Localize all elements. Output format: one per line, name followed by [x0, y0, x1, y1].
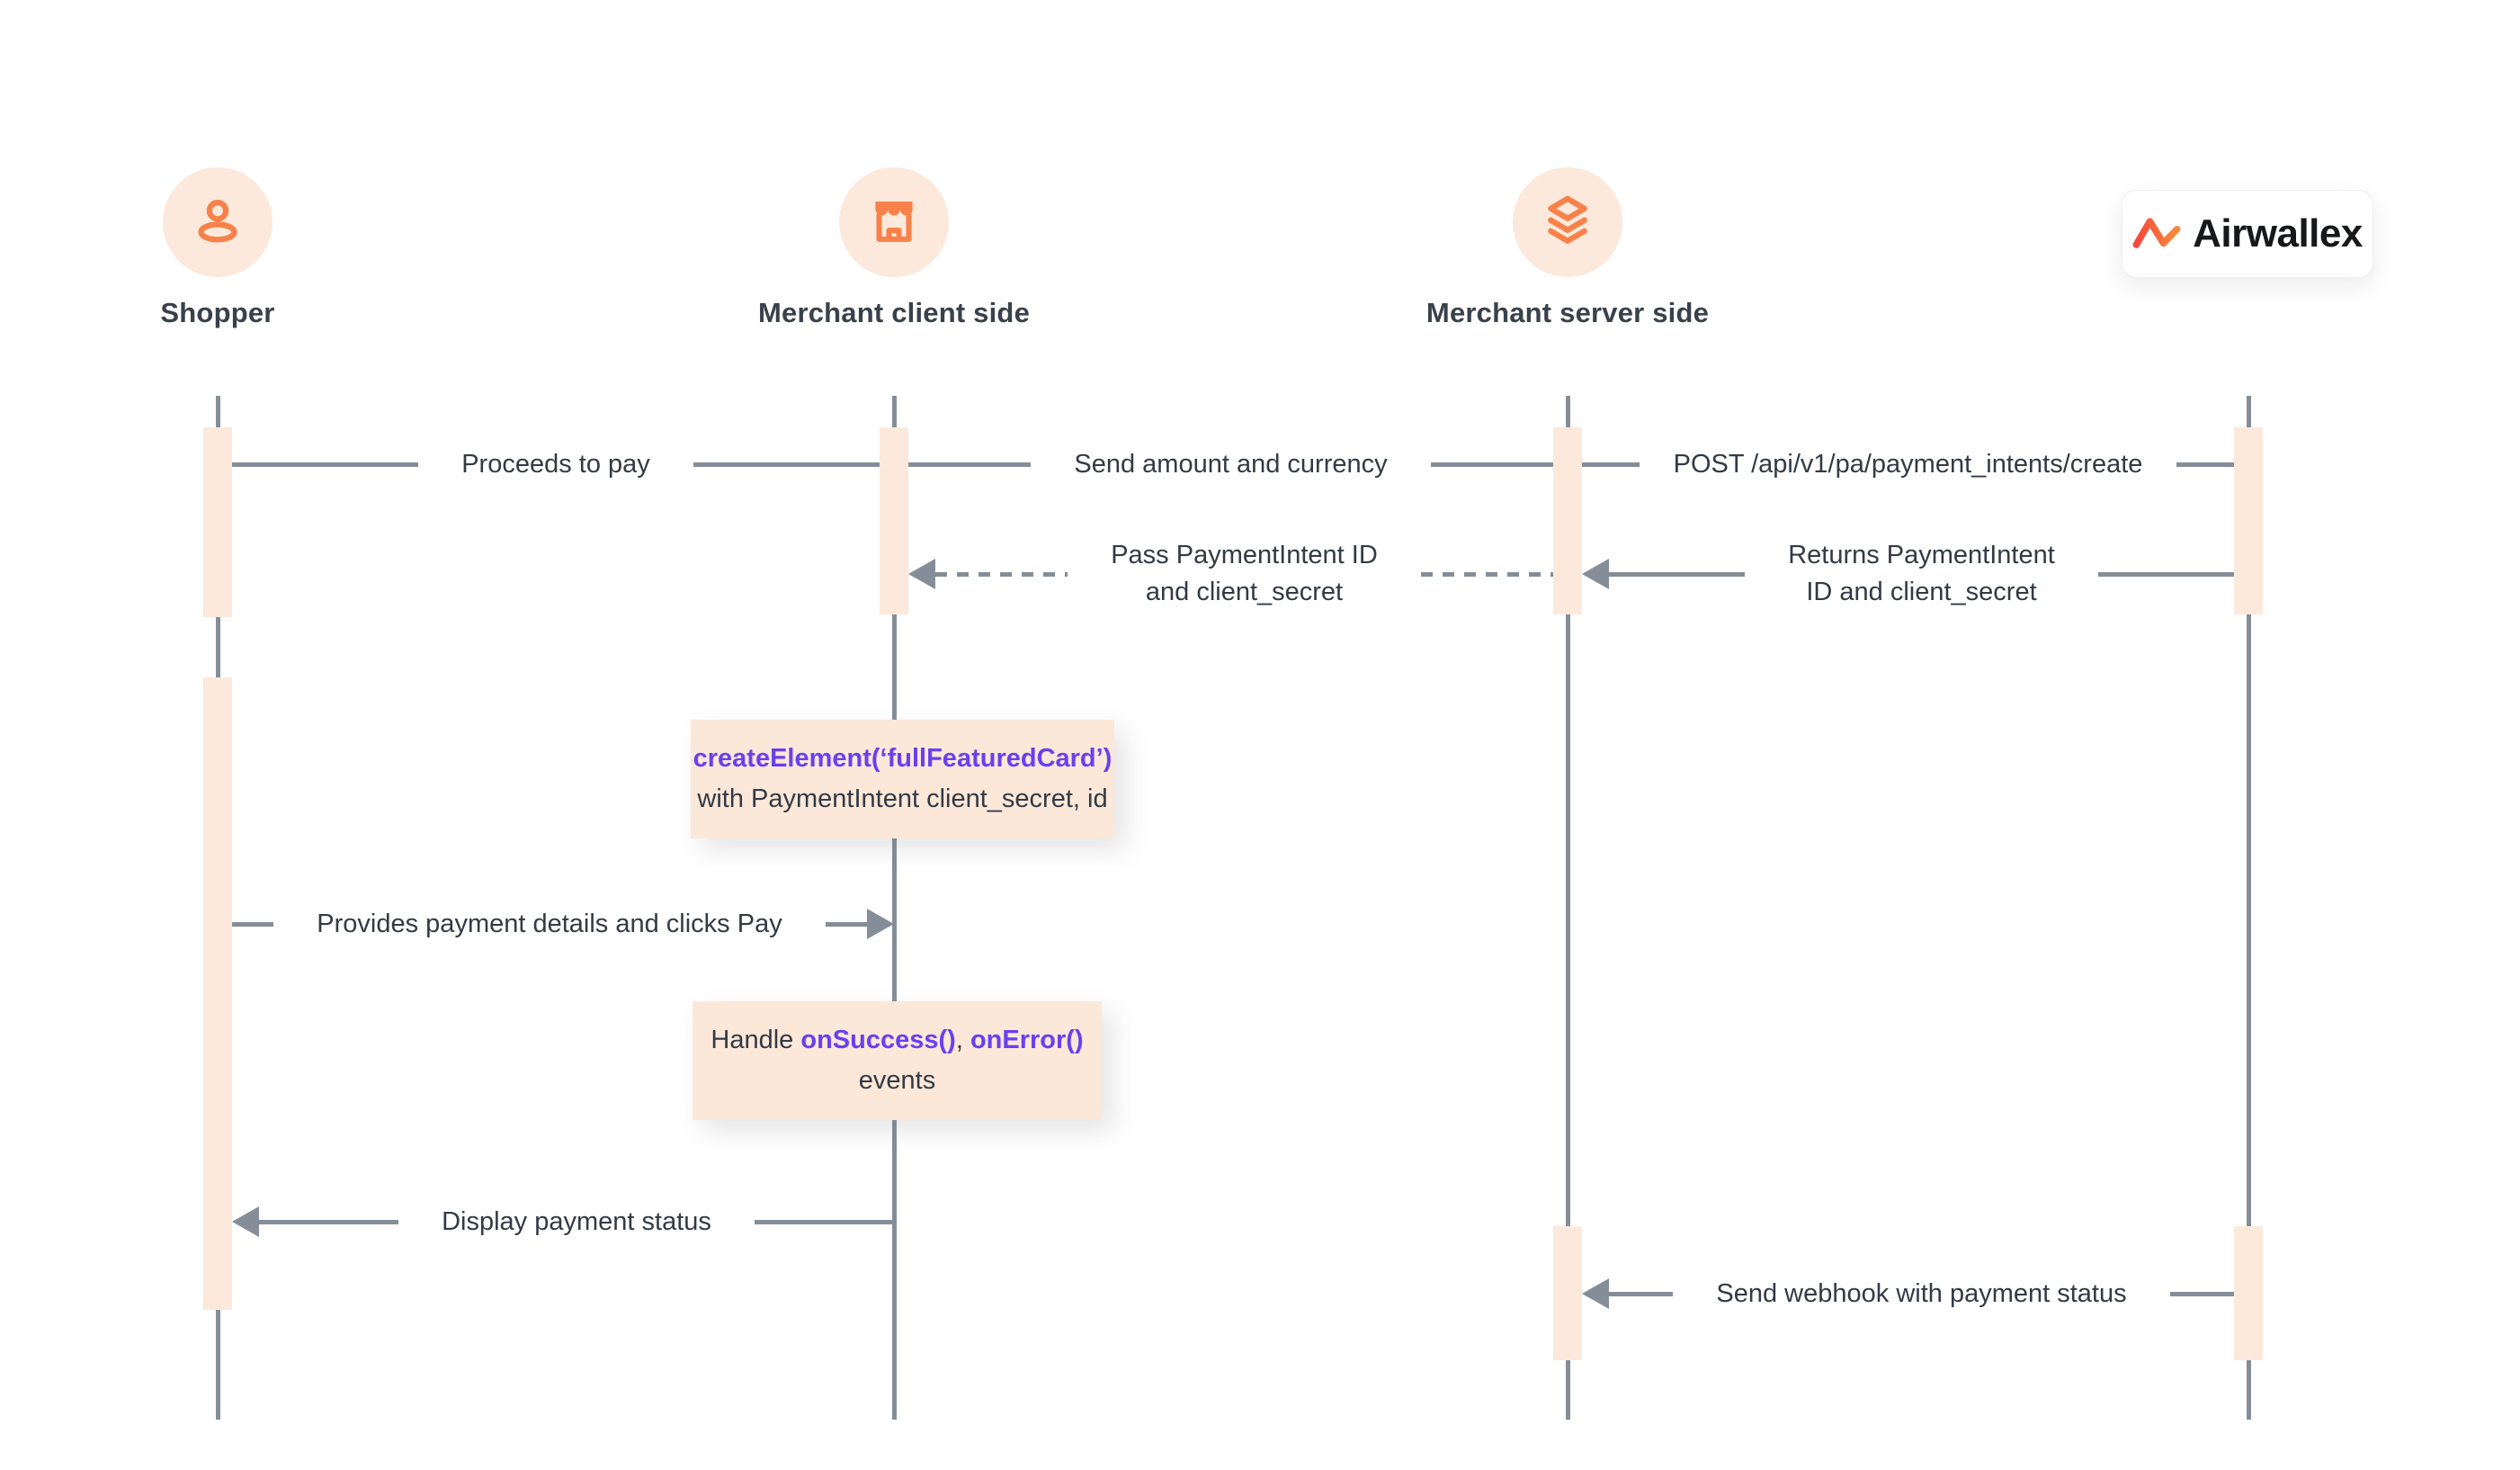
message-label: Send webhook with payment status — [1716, 1278, 2127, 1308]
activation-bar-airwallex-2 — [2234, 1226, 2263, 1360]
arrow-left-icon — [908, 559, 935, 589]
message-line-dashed — [1420, 571, 1553, 577]
message-label: Send amount and currency — [1074, 449, 1388, 479]
actor-merchant-client: Merchant client side — [732, 167, 1056, 329]
message-display-status: Display payment status — [232, 1195, 894, 1249]
layers-icon — [1538, 191, 1597, 255]
actor-shopper: Shopper — [56, 167, 380, 329]
message-label: Returns PaymentIntent ID and client_secr… — [1745, 537, 2098, 611]
actor-avatar — [1513, 167, 1622, 277]
message-label: Proceeds to pay — [461, 449, 650, 479]
arrow-left-icon — [1582, 1278, 1609, 1309]
message-label: POST /api/v1/pa/payment_intents/create — [1673, 449, 2143, 479]
message-label-line2: and client_secret — [1145, 578, 1344, 606]
activation-bar-client-1 — [880, 427, 908, 614]
arrow-left-icon — [1582, 559, 1609, 589]
note-create-element: createElement(‘fullFeaturedCard’) with P… — [691, 720, 1114, 838]
note-text-line: events — [858, 1066, 936, 1095]
message-returns-paymentintent: Returns PaymentIntent ID and client_secr… — [1582, 533, 2235, 614]
arrow-left-icon — [232, 1206, 259, 1237]
message-line — [693, 462, 880, 467]
airwallex-mark-icon — [2132, 213, 2181, 255]
activation-bar-server-2 — [1553, 1226, 1582, 1360]
storefront-icon — [864, 191, 924, 255]
actor-label: Merchant server side — [1425, 297, 1710, 328]
activation-bar-airwallex-1 — [2234, 427, 2263, 614]
message-label: Provides payment details and clicks Pay — [317, 909, 782, 938]
actor-merchant-server: Merchant server side — [1406, 167, 1729, 329]
actor-label: Merchant client side — [757, 297, 1031, 328]
activation-bar-shopper-2 — [203, 677, 232, 1310]
message-label: Pass PaymentIntent ID and client_secret — [1068, 537, 1421, 611]
note-code-line: Handle onSuccess(), onError() — [693, 1020, 1102, 1061]
message-send-amount-currency: Send amount and currency — [908, 437, 1553, 491]
note-text-line: with PaymentIntent client_secret, id — [697, 784, 1108, 813]
note-text-part: , — [955, 1026, 970, 1054]
airwallex-wordmark: Airwallex — [2193, 211, 2363, 255]
message-line — [232, 921, 274, 927]
message-label-line2: ID and client_secret — [1806, 578, 2037, 606]
message-pass-paymentintent: Pass PaymentIntent ID and client_secret — [908, 533, 1553, 614]
message-label-line1: Returns PaymentIntent — [1788, 541, 2055, 569]
message-provides-details: Provides payment details and clicks Pay — [232, 897, 895, 951]
lifeline-merchant-client — [892, 396, 897, 1420]
message-send-webhook: Send webhook with payment status — [1582, 1267, 2234, 1321]
message-proceeds-to-pay: Proceeds to pay — [232, 437, 880, 491]
activation-bar-server-1 — [1553, 427, 1582, 614]
actor-avatar — [839, 167, 949, 277]
person-icon — [188, 191, 247, 255]
message-line — [259, 1219, 399, 1224]
message-line — [1609, 1291, 1674, 1296]
note-code-part: onSuccess() — [800, 1026, 956, 1054]
message-line — [1609, 571, 1746, 577]
lifeline-merchant-server — [1566, 396, 1570, 1420]
note-text-part: Handle — [710, 1026, 801, 1054]
message-line — [2169, 1291, 2234, 1296]
message-line — [1582, 462, 1640, 467]
arrow-right-icon — [867, 909, 895, 939]
message-line — [1430, 462, 1553, 467]
message-line — [232, 462, 419, 467]
message-line-dashed — [935, 571, 1068, 577]
message-label-line1: Pass PaymentIntent ID — [1111, 541, 1378, 569]
message-line — [908, 462, 1032, 467]
message-post-create-intent: POST /api/v1/pa/payment_intents/create — [1582, 437, 2235, 491]
actor-airwallex-card: Airwallex — [2122, 190, 2373, 278]
message-line — [2176, 462, 2235, 467]
note-handle-events: Handle onSuccess(), onError() events — [693, 1001, 1102, 1120]
note-code-line: createElement(‘fullFeaturedCard’) — [693, 744, 1113, 773]
activation-bar-shopper-1 — [203, 427, 232, 617]
lifeline-airwallex — [2247, 396, 2251, 1420]
actor-label: Shopper — [160, 297, 275, 328]
actor-avatar — [163, 167, 273, 277]
message-line — [2097, 571, 2235, 577]
message-label: Display payment status — [442, 1206, 711, 1236]
message-line — [754, 1219, 894, 1224]
note-code-part: onError() — [970, 1026, 1084, 1054]
message-line — [825, 921, 868, 927]
